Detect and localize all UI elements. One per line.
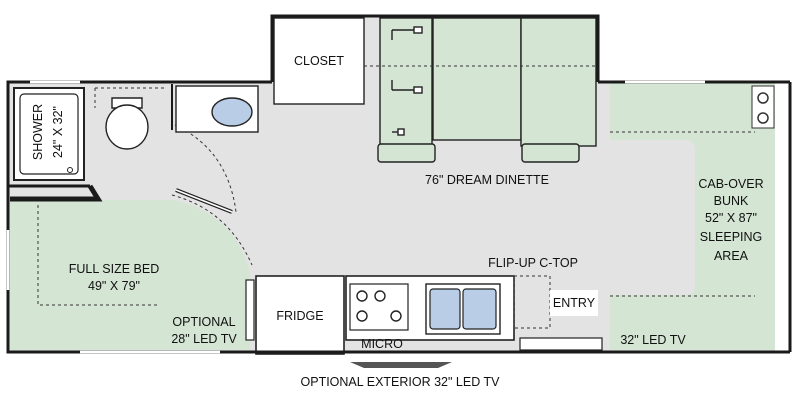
bed-outline (37, 205, 160, 306)
dinette-cushion-right (521, 143, 580, 163)
cabover-label-line2: BUNK (714, 194, 749, 208)
cabover-label-line4: SLEEPING (700, 230, 763, 244)
exterior-tv-label: OPTIONAL EXTERIOR 32" LED TV (301, 375, 501, 389)
shower-drain-icon (67, 167, 73, 173)
dinette-table (432, 17, 522, 141)
toilet-icon (111, 97, 143, 109)
bedroom-door (171, 194, 253, 266)
bath-sink-icon (211, 97, 253, 127)
dinette-cushion-left (377, 143, 436, 163)
cab-gauge-icon (757, 92, 769, 104)
cabover-label-line5: AREA (714, 249, 749, 263)
shower-label-line2: 24" X 32" (51, 106, 65, 158)
burner-icon (356, 310, 368, 322)
closet (273, 17, 365, 105)
entry-label: ENTRY (553, 296, 596, 310)
dinette-seat-left (379, 17, 433, 147)
burner-icon (356, 290, 368, 302)
bath-door-inner (175, 189, 233, 213)
sink-basin-left-icon (429, 288, 461, 330)
entry-step (519, 337, 603, 351)
sink-basin-right-icon (462, 288, 497, 330)
seatbelt-icons (391, 26, 423, 136)
optional-tv-label-line1: OPTIONAL (172, 315, 235, 329)
dinette-label: 76" DREAM DINETTE (425, 173, 549, 187)
tv32-label: 32" LED TV (620, 333, 686, 347)
cabover-label-line3: 52" X 87" (705, 211, 757, 225)
toilet-bowl-icon (105, 104, 149, 150)
cabover-label-line1: CAB-OVER (698, 177, 763, 191)
fridge-label: FRIDGE (276, 309, 323, 323)
cab-panel (775, 82, 790, 352)
bed-label-line1: FULL SIZE BED (69, 262, 160, 276)
shower-pan (19, 93, 79, 175)
cabover-bunk-outline (610, 131, 755, 297)
cab-gauge-icon (757, 112, 769, 124)
dinette-seat-right (520, 17, 597, 147)
bedroom-wall (10, 184, 103, 202)
bed-label-line2: 49" X 79" (88, 279, 140, 293)
shower-label-line1: SHOWER (31, 104, 45, 160)
exterior-tv-icon (350, 362, 452, 368)
micro-label: MICRO (361, 337, 403, 351)
burner-icon (374, 290, 386, 302)
flip-up-label: FLIP-UP C-TOP (488, 256, 578, 270)
tv-mount (245, 279, 255, 341)
optional-tv-label-line2: 28" LED TV (171, 332, 237, 346)
fridge (255, 275, 345, 355)
entry-label-box (550, 290, 598, 316)
cabover-bunk-area (610, 82, 775, 350)
closet-label: CLOSET (294, 54, 344, 68)
burner-icon (390, 310, 402, 322)
bedroom-area (10, 200, 250, 350)
windows (6, 80, 705, 354)
